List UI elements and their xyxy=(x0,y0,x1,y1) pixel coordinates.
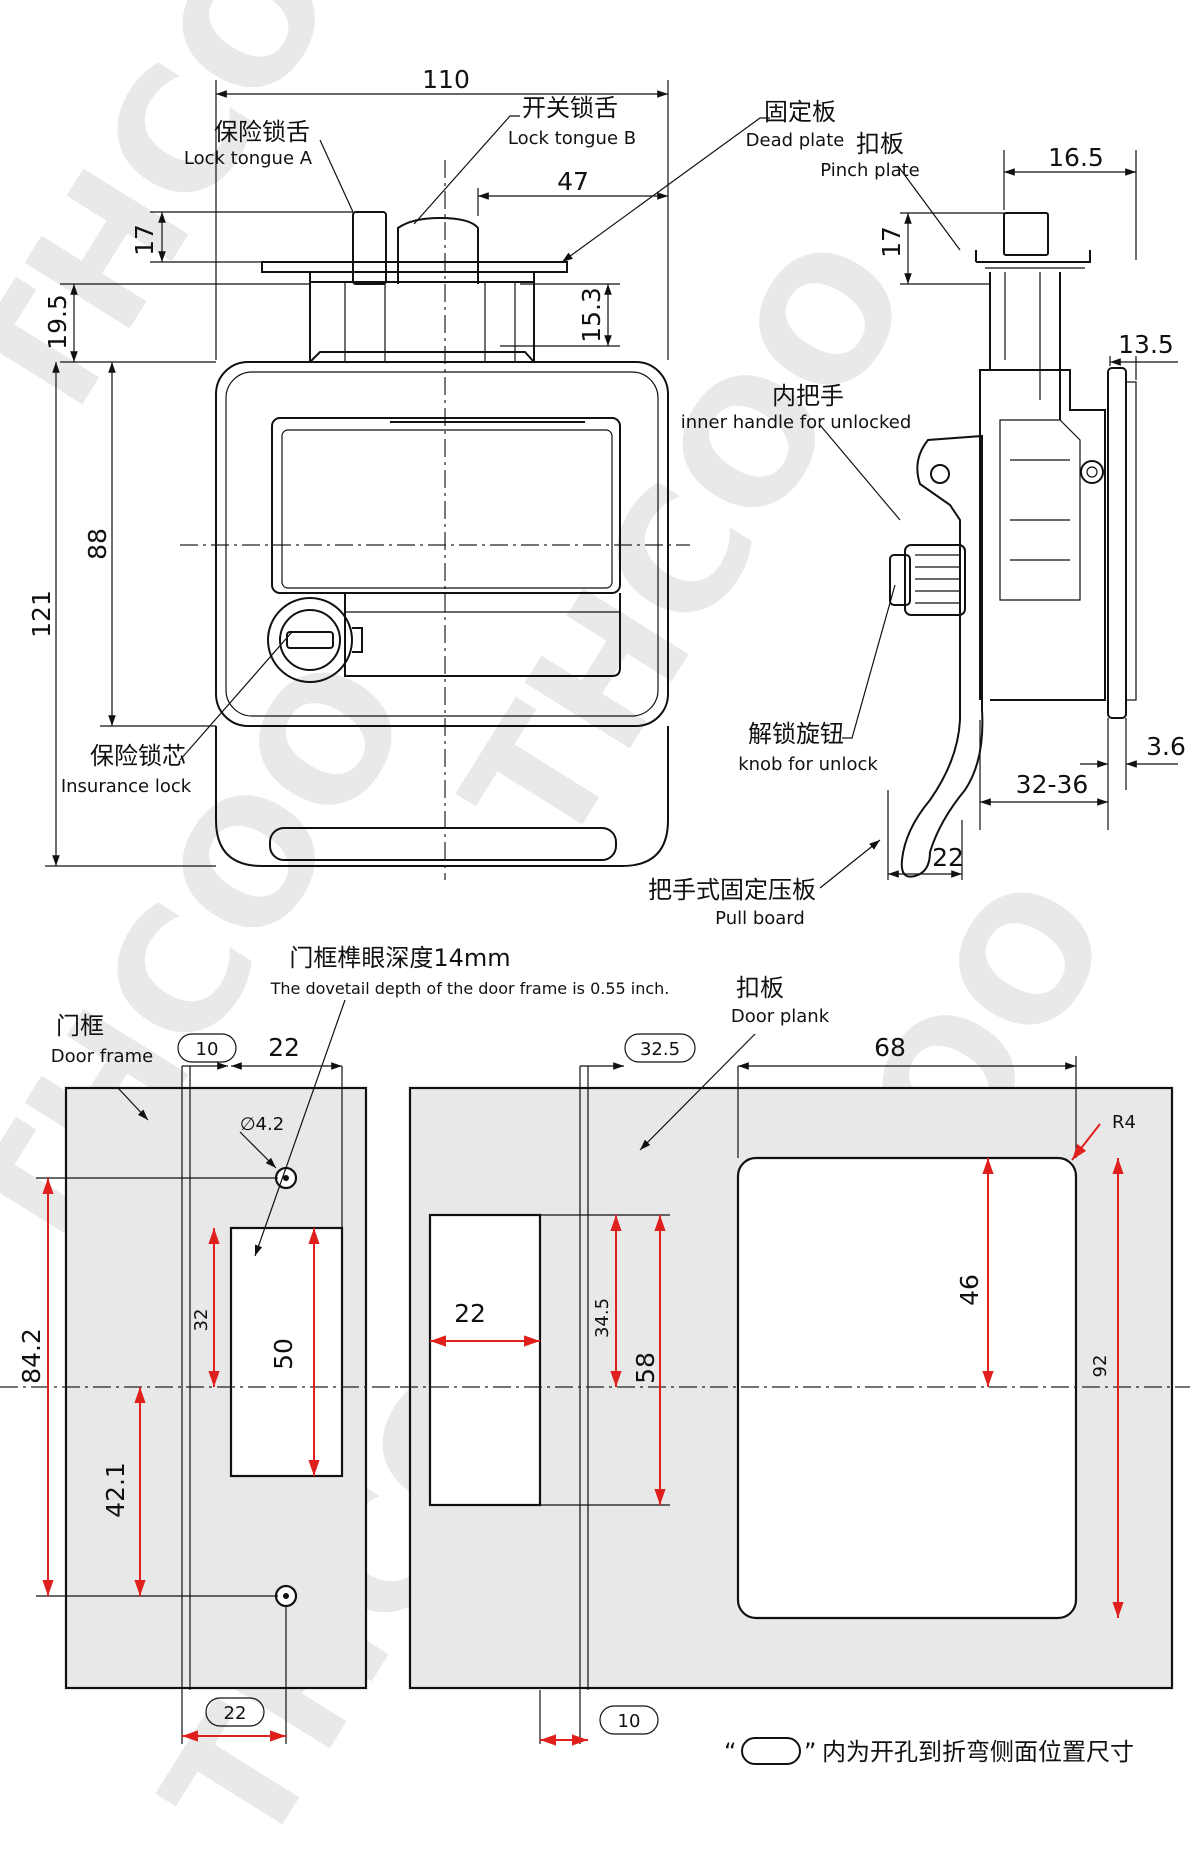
pinch-plate-zh: 扣板 xyxy=(856,130,904,158)
pull-board-zh: 把手式固定压板 xyxy=(648,876,816,904)
knob-en: knob for unlock xyxy=(738,754,878,775)
plank-dim-92: 92 xyxy=(1090,1355,1111,1378)
dim-15-3: 15.3 xyxy=(577,287,606,343)
door-plank-title-zh: 扣板 xyxy=(736,974,784,1002)
plank-window xyxy=(736,1156,1078,1620)
dim-16-5: 16.5 xyxy=(1048,143,1104,172)
plank-slot xyxy=(428,1213,542,1507)
plank-dim-46: 46 xyxy=(955,1274,984,1306)
insurance-lock-zh: 保险锁芯 xyxy=(90,742,186,770)
plank-dim-22: 22 xyxy=(454,1299,486,1328)
frame-hole-dia: ∅4.2 xyxy=(240,1114,284,1135)
mortise-slot xyxy=(229,1226,344,1478)
lock-tongue-a-zh: 保险锁舌 xyxy=(214,118,310,146)
lock-tongue-b-en: Lock tongue B xyxy=(508,128,636,149)
inner-handle-zh: 内把手 xyxy=(772,382,844,410)
footnote: “ ” 内为开孔到折弯侧面位置尺寸 xyxy=(724,1737,1134,1766)
lock-side-view xyxy=(819,150,1178,889)
dim-121: 121 xyxy=(27,590,56,638)
door-frame-title-zh: 门框 xyxy=(56,1012,104,1040)
footnote-pill-icon xyxy=(741,1737,801,1765)
frame-dim-50: 50 xyxy=(269,1338,298,1370)
dim-88: 88 xyxy=(83,528,112,560)
insurance-lock-en: Insurance lock xyxy=(61,776,192,797)
footnote-text: 内为开孔到折弯侧面位置尺寸 xyxy=(822,1738,1134,1766)
dim-47: 47 xyxy=(557,167,589,196)
inner-handle-en: inner handle for unlocked xyxy=(681,412,912,433)
dim-13-5: 13.5 xyxy=(1118,330,1174,359)
door-plank-title-en: Door plank xyxy=(731,1006,830,1027)
lock-tongue-a-en: Lock tongue A xyxy=(184,148,313,169)
ref-pill-10-bottom xyxy=(599,1705,659,1735)
frame-dim-42-1: 42.1 xyxy=(101,1462,130,1518)
ref-pill-22-bottom xyxy=(205,1697,265,1727)
lock-front-view-labels: 110 47 17 15.3 19.5 88 121 保险锁舌 Lock ton… xyxy=(27,65,844,797)
dovetail-depth-zh: 门框榫眼深度14mm xyxy=(289,944,510,972)
plank-ref-top: 32.5 xyxy=(640,1039,680,1060)
dim-17: 17 xyxy=(130,224,159,256)
dim-3-6: 3.6 xyxy=(1146,732,1186,761)
lock-side-view-labels: 16.5 17 13.5 3.6 32-36 22 扣板 Pinch plate… xyxy=(648,130,1186,929)
footnote-close-quote: ” xyxy=(804,1738,816,1766)
dim-32-36: 32-36 xyxy=(1016,770,1089,799)
pinch-plate-en: Pinch plate xyxy=(820,160,919,181)
knob-zh: 解锁旋钮 xyxy=(748,720,844,748)
dead-plate-en: Dead plate xyxy=(746,130,845,151)
frame-dim-84-2: 84.2 xyxy=(17,1328,46,1384)
door-frame-title-en: Door frame xyxy=(51,1046,153,1067)
frame-dim-32: 32 xyxy=(191,1309,212,1332)
watermark-text-2: THCOO xyxy=(427,207,951,882)
watermark-text-1: THCOO xyxy=(0,0,451,462)
frame-dim-22: 22 xyxy=(268,1033,300,1062)
pull-board-en: Pull board xyxy=(715,908,805,929)
lock-front-view xyxy=(45,80,770,880)
door-frame-drawing xyxy=(0,999,400,1744)
plank-dim-68: 68 xyxy=(874,1033,906,1062)
dim-22-side: 22 xyxy=(932,843,964,872)
ref-pill-32-5-top xyxy=(624,1033,696,1063)
plank-dim-34-5: 34.5 xyxy=(592,1298,613,1338)
dim-17-side: 17 xyxy=(877,226,906,258)
dovetail-depth-en: The dovetail depth of the door frame is … xyxy=(270,979,670,998)
frame-ref-top: 10 xyxy=(196,1039,219,1060)
dim-19-5: 19.5 xyxy=(43,294,72,350)
plank-radius: R4 xyxy=(1112,1112,1136,1133)
door-plank-labels: 扣板 Door plank 32.5 68 R4 22 34.5 58 46 9… xyxy=(454,974,1136,1732)
door-plank-drawing xyxy=(400,1033,1190,1746)
insurance-lock-cylinder xyxy=(267,597,353,683)
frame-ref-bottom: 22 xyxy=(224,1703,247,1724)
footnote-open-quote: “ xyxy=(724,1738,736,1766)
plank-ref-bottom: 10 xyxy=(618,1711,641,1732)
door-frame-labels: 门框 Door frame 门框榫眼深度14mm The dovetail de… xyxy=(17,944,669,1724)
dim-110: 110 xyxy=(422,65,470,94)
plank-dim-58: 58 xyxy=(631,1352,660,1384)
lock-tongue-b-zh: 开关锁舌 xyxy=(522,94,618,122)
ref-pill-10-top xyxy=(177,1033,237,1063)
dead-plate-zh: 固定板 xyxy=(764,98,836,126)
